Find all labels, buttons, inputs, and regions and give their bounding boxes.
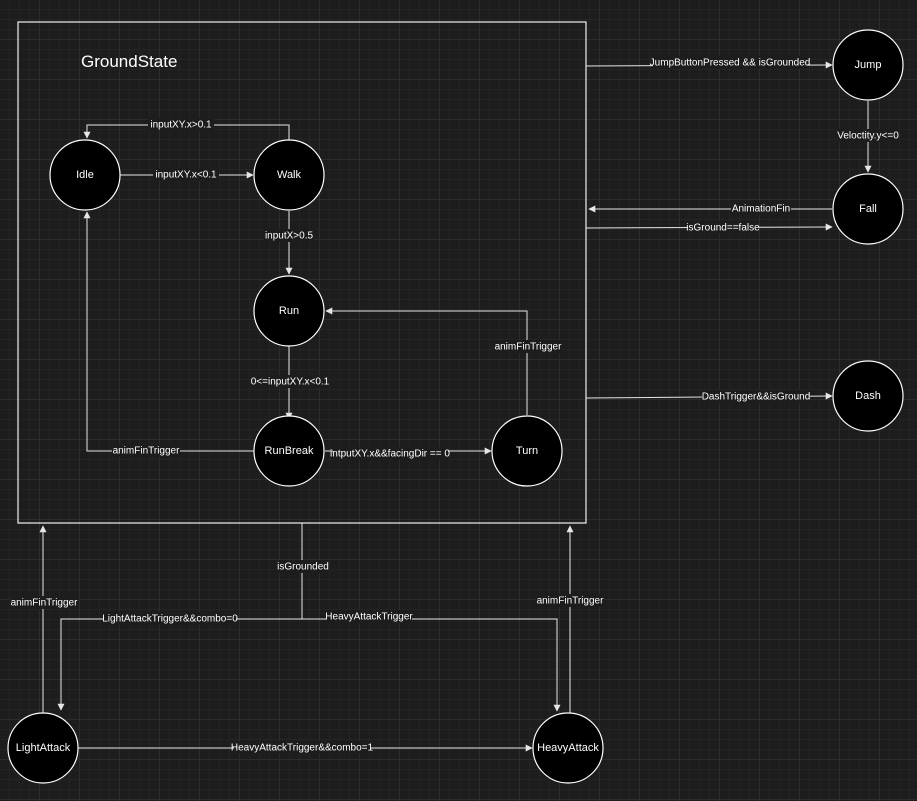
state-dash[interactable]: Dash: [832, 360, 904, 432]
edge-ground-to-jump[interactable]: JumpButtonPressed && isGrounded: [585, 56, 833, 69]
edge-label-turn-to-run: animFinTrigger: [495, 342, 563, 353]
edge-label-to-heavyattack: HeavyAttackTrigger: [325, 612, 413, 623]
state-run[interactable]: Run: [253, 275, 325, 347]
edge-runbreak-to-idle[interactable]: animFinTrigger: [83, 211, 254, 457]
state-runbreak[interactable]: RunBreak: [253, 415, 325, 487]
edge-light-to-ground[interactable]: animFinTrigger: [10, 525, 79, 713]
edge-label-fall-to-ground: AnimationFin: [732, 204, 790, 215]
state-fall-label: Fall: [859, 203, 877, 215]
edge-label-idle-to-walk: inputXY.x<0.1: [155, 170, 217, 181]
edge-turn-to-run[interactable]: animFinTrigger: [325, 307, 563, 415]
state-turn[interactable]: Turn: [491, 415, 563, 487]
state-run-label: Run: [279, 305, 299, 317]
state-lightattack-label: LightAttack: [16, 742, 71, 754]
edge-label-runbreak-to-idle: animFinTrigger: [113, 446, 181, 457]
state-heavyattack[interactable]: HeavyAttack: [532, 712, 604, 784]
edge-idle-to-walk[interactable]: inputXY.x<0.1: [120, 168, 254, 181]
state-walk-label: Walk: [277, 169, 302, 181]
edge-label-light-to-ground: animFinTrigger: [11, 598, 79, 609]
edge-ground-to-fall[interactable]: isGround==false: [585, 221, 833, 234]
edge-label-light-to-heavy: HeavyAttackTrigger&&combo=1: [231, 743, 374, 754]
edge-ground-to-attacks[interactable]: isGrounded: [277, 523, 329, 619]
state-fall[interactable]: Fall: [832, 173, 904, 245]
state-walk[interactable]: Walk: [253, 139, 325, 211]
state-jump[interactable]: Jump: [832, 29, 904, 101]
edge-label-runbreak-to-turn: intputXY.x&&facingDir == 0: [330, 449, 450, 460]
edge-label-to-lightattack: LightAttackTrigger&&combo=0: [102, 614, 238, 625]
state-idle[interactable]: Idle: [49, 139, 121, 211]
state-jump-label: Jump: [855, 59, 882, 71]
state-dash-label: Dash: [855, 390, 881, 402]
edge-walk-to-run[interactable]: inputX>0.5: [264, 211, 314, 275]
edge-heavy-to-ground[interactable]: animFinTrigger: [536, 525, 605, 713]
edge-jump-to-fall[interactable]: Veloctity.y<=0: [837, 101, 899, 173]
edge-ground-to-dash[interactable]: DashTrigger&&isGround: [585, 390, 833, 403]
edge-to-heavyattack[interactable]: HeavyAttackTrigger: [302, 610, 561, 712]
edge-runbreak-to-turn[interactable]: intputXY.x&&facingDir == 0: [325, 447, 492, 460]
edge-run-to-runbreak[interactable]: 0<=inputXY.x<0.1: [251, 346, 330, 420]
edge-to-lightattack[interactable]: LightAttackTrigger&&combo=0: [57, 612, 302, 711]
edge-label-walk-to-run: inputX>0.5: [265, 231, 314, 242]
state-turn-label: Turn: [516, 445, 538, 457]
state-heavyattack-label: HeavyAttack: [537, 742, 599, 754]
edge-label-ground-to-dash: DashTrigger&&isGround: [702, 392, 811, 403]
state-lightattack[interactable]: LightAttack: [7, 712, 79, 784]
edge-label-jump-to-fall: Veloctity.y<=0: [837, 131, 899, 142]
edge-label-heavy-to-ground: animFinTrigger: [537, 596, 605, 607]
edge-label-run-to-runbreak: 0<=inputXY.x<0.1: [251, 377, 330, 388]
edge-light-to-heavy[interactable]: HeavyAttackTrigger&&combo=1: [78, 741, 533, 754]
edge-walk-to-idle[interactable]: inputXY.x>0.1: [83, 118, 290, 140]
state-idle-label: Idle: [76, 169, 94, 181]
state-runbreak-label: RunBreak: [265, 445, 314, 457]
groundstate-title: GroundState: [81, 52, 177, 71]
edge-label-ground-to-fall: isGround==false: [686, 223, 760, 234]
edge-label-ground-to-attacks: isGrounded: [277, 562, 329, 573]
edge-label-walk-to-idle: inputXY.x>0.1: [150, 120, 212, 131]
edge-fall-to-ground[interactable]: AnimationFin: [588, 202, 832, 215]
edge-label-ground-to-jump: JumpButtonPressed && isGrounded: [650, 58, 811, 69]
